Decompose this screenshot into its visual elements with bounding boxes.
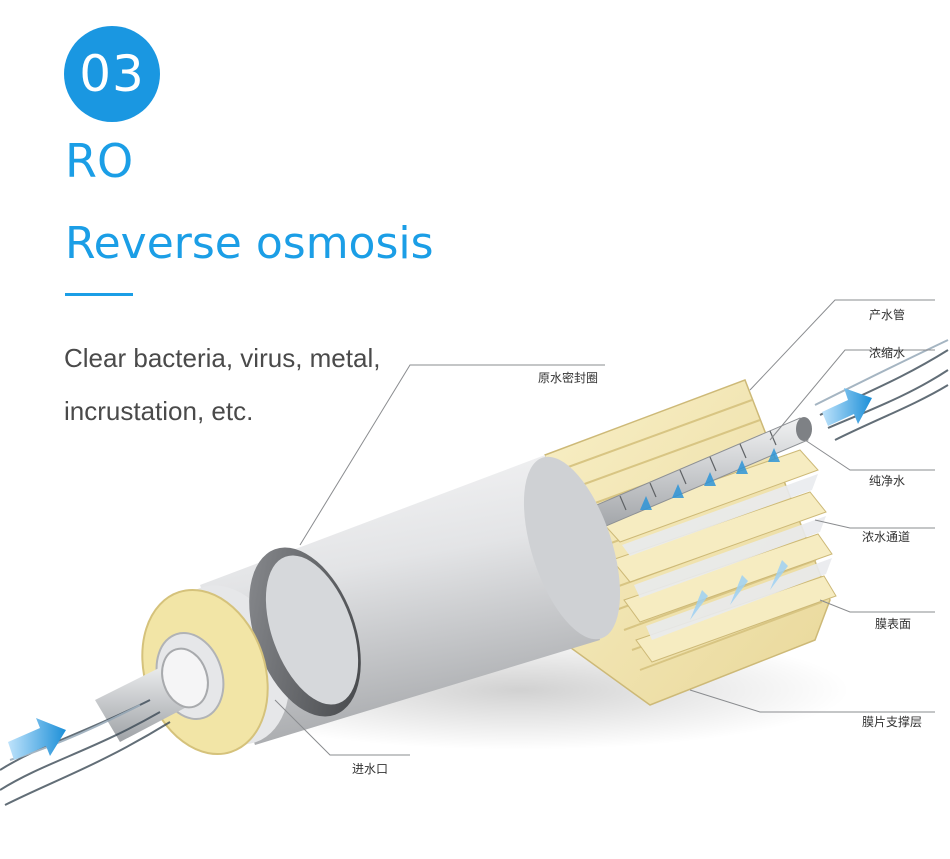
short-title: RO: [65, 134, 134, 188]
callout-leaders: [274, 299, 935, 756]
raw-water-seal-ring: [249, 547, 361, 717]
flow-arrow-inlet: [8, 718, 66, 760]
flow-arrow-outlet: [822, 388, 872, 426]
callout-pure-water: 纯净水: [869, 474, 906, 488]
callout-membrane-surface: 膜表面: [875, 617, 912, 631]
step-number: 03: [79, 45, 145, 103]
title-underline: [65, 293, 133, 296]
description: Clear bacteria, virus, metal, incrustati…: [64, 343, 381, 426]
callout-water-inlet: 进水口: [352, 762, 389, 776]
step-badge: 03: [64, 26, 160, 122]
permeate-arrows: [640, 448, 788, 620]
callout-raw-water-seal: 原水密封圈: [538, 371, 599, 385]
callout-concentrate-channel: 浓水通道: [862, 530, 911, 544]
callout-membrane-support: 膜片支撑层: [862, 715, 923, 729]
callout-product-tube: 产水管: [869, 308, 906, 322]
page-title: Reverse osmosis: [65, 218, 434, 269]
callout-concentrate: 浓缩水: [869, 346, 906, 360]
water-stream-outlet: [814, 339, 949, 441]
